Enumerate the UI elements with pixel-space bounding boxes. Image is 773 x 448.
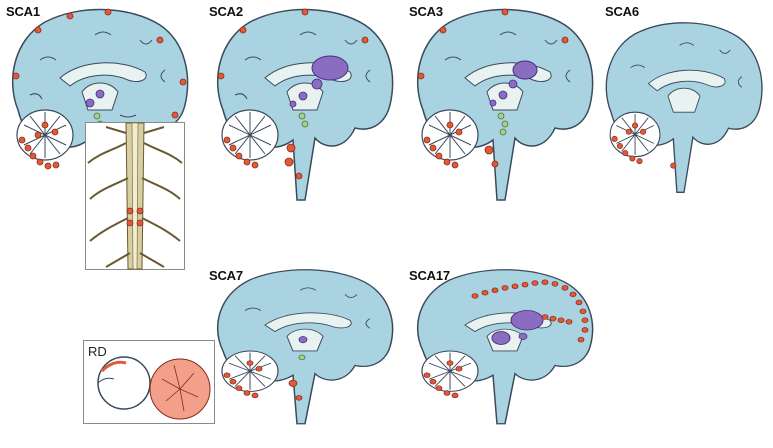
brain-sagittal-icon [595, 0, 773, 260]
brain-sagittal-icon [205, 0, 405, 260]
panel-sca17: SCA17 [405, 262, 605, 448]
panel-label-sca7: SCA7 [209, 268, 243, 283]
panel-sca7: SCA7 [205, 262, 405, 448]
panel-label-sca6: SCA6 [605, 4, 639, 19]
brain-sagittal-icon [405, 0, 605, 260]
retina-label: RD [88, 344, 107, 359]
panel-sca3: SCA3 [405, 0, 605, 260]
spinal-cord-inset [85, 122, 185, 270]
panel-sca6: SCA6 [595, 0, 773, 260]
brain-sagittal-icon [205, 262, 405, 448]
panel-label-sca2: SCA2 [209, 4, 243, 19]
panel-sca1: SCA1 [0, 0, 200, 270]
panel-label-sca1: SCA1 [6, 4, 40, 19]
brain-sagittal-icon [405, 262, 605, 448]
panel-label-sca3: SCA3 [409, 4, 443, 19]
retina-inset: RD [83, 340, 215, 424]
spinal-cord-icon [86, 123, 184, 269]
panel-label-sca17: SCA17 [409, 268, 450, 283]
panel-sca2: SCA2 [205, 0, 405, 260]
